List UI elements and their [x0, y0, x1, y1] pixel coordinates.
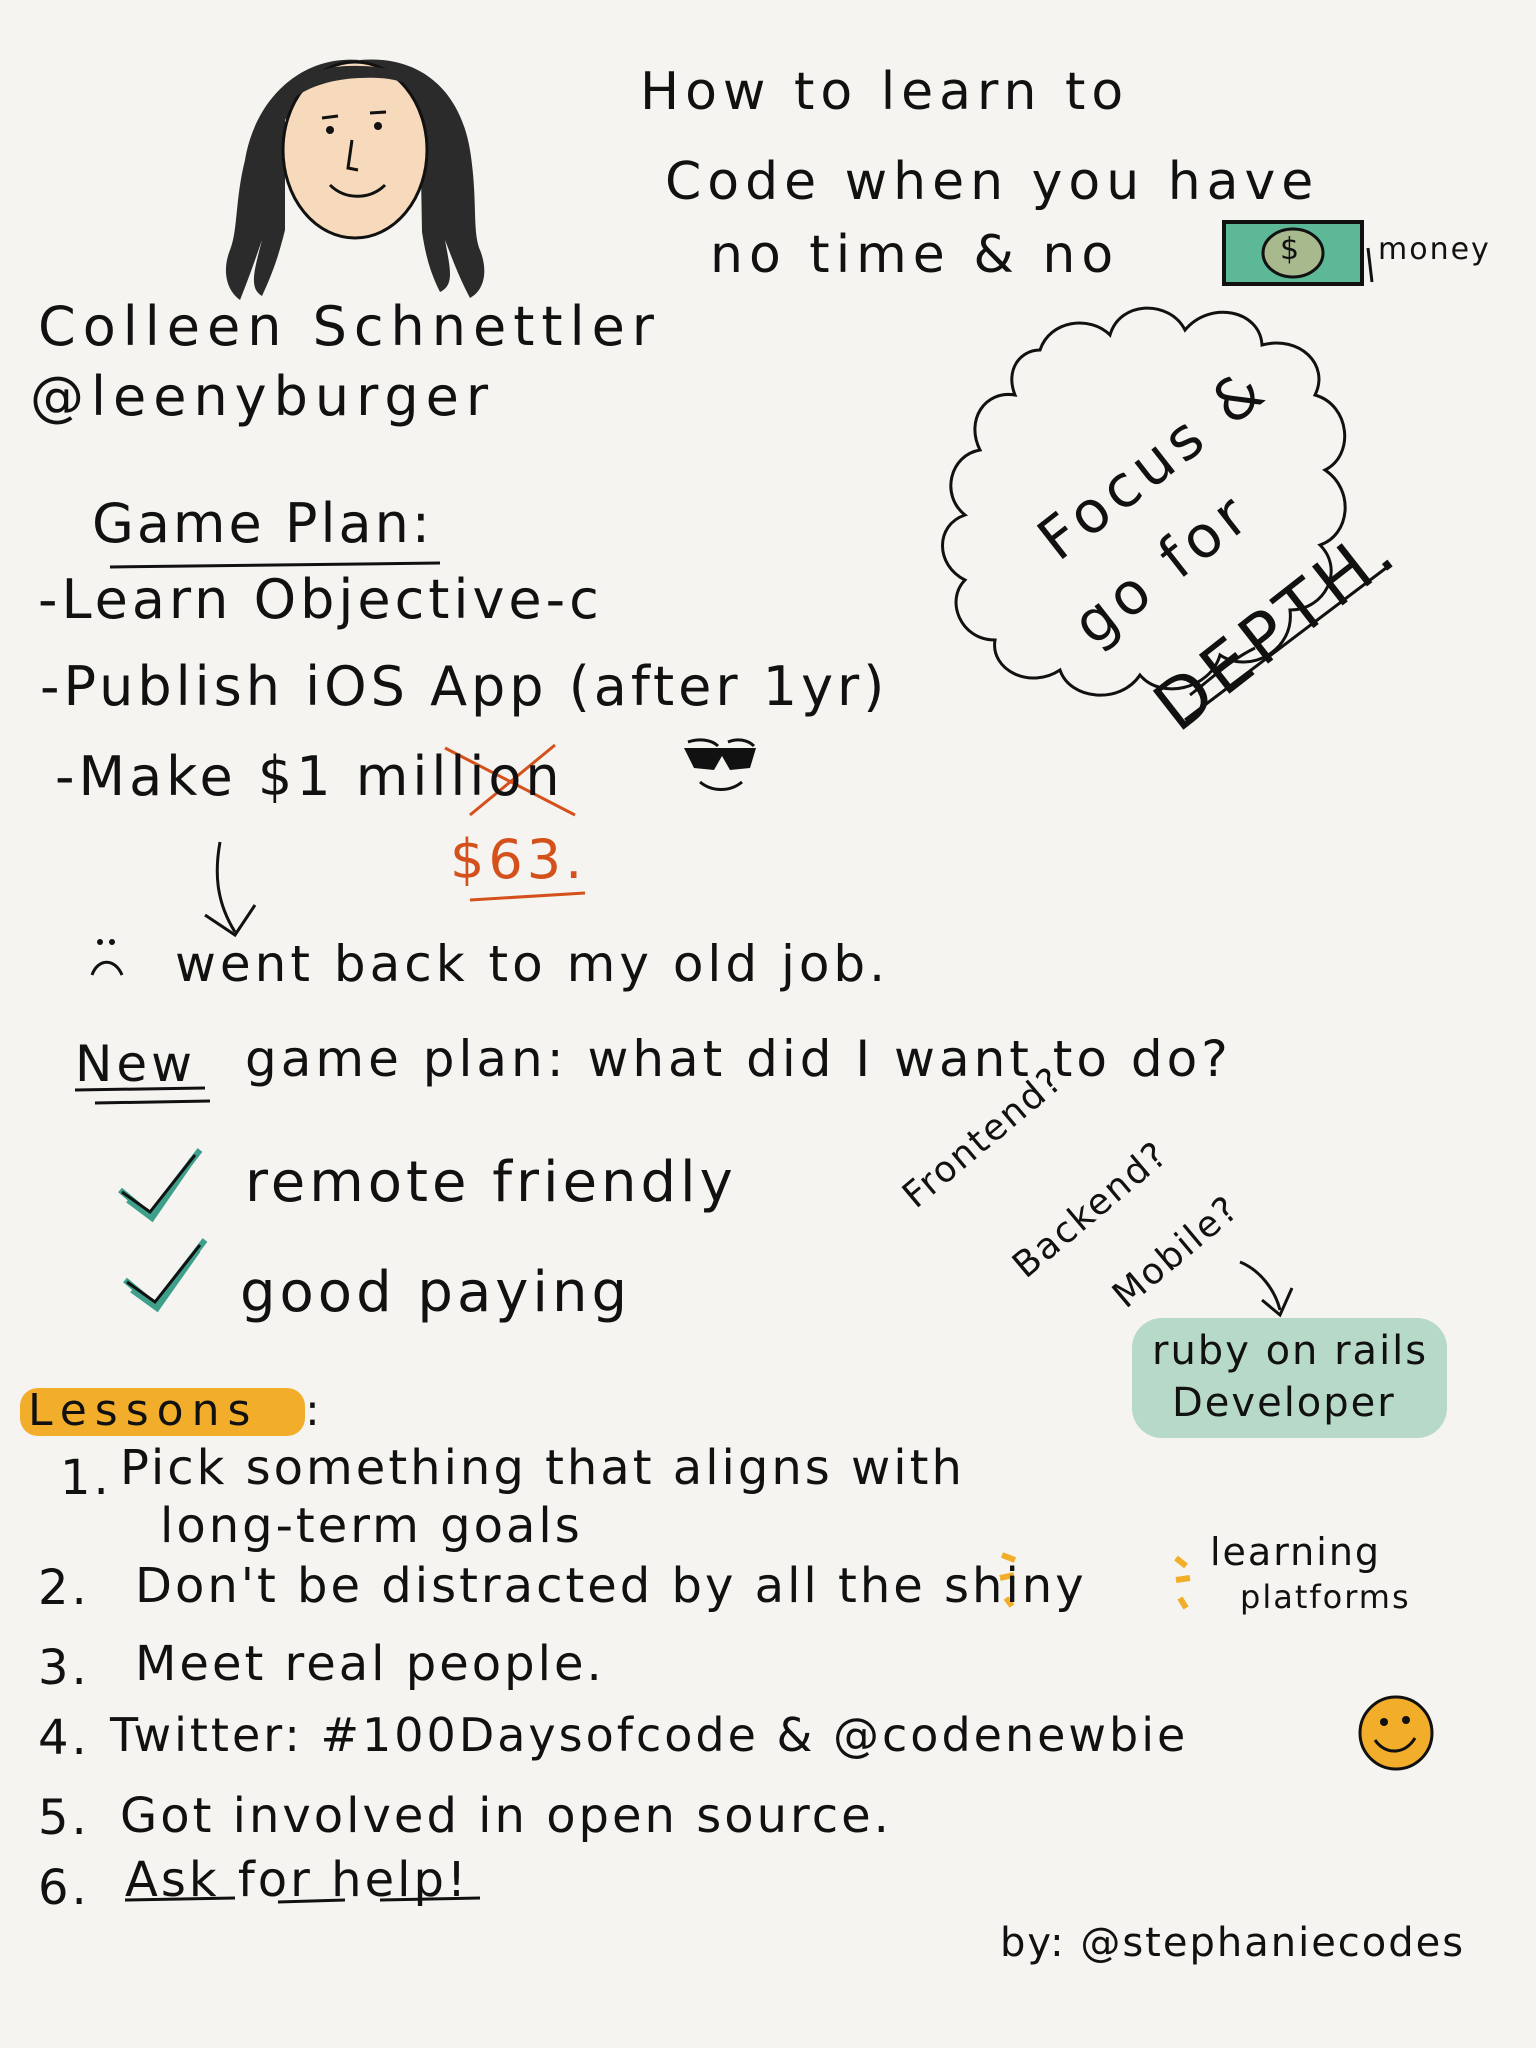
thought-cloud-icon [941, 306, 1347, 697]
sad-face-icon [90, 939, 124, 976]
author-handle: @leenyburger [30, 365, 496, 428]
new-word: New [75, 1035, 197, 1093]
lessons-highlight [20, 1388, 305, 1436]
lesson-text: Ask for help! [125, 1852, 470, 1908]
lesson-number: 2. [38, 1560, 90, 1616]
sparkle-icon [999, 1552, 1191, 1610]
badge-line-2: Developer [1172, 1380, 1396, 1426]
game-plan-item: -Learn Objective-c [38, 568, 603, 631]
new-plan-text: game plan: what did I want to do? [245, 1030, 1232, 1088]
credit-text: by: @stephaniecodes [1000, 1920, 1466, 1966]
author-name: Colleen Schnettler [38, 295, 661, 358]
sunglasses-face-icon [684, 738, 756, 791]
lesson-text: Pick something that aligns with [120, 1440, 965, 1496]
lesson-number: 6. [38, 1860, 90, 1916]
portrait-face-icon [281, 60, 429, 240]
game-plan-item: -Publish iOS App (after 1yr) [40, 655, 889, 718]
badge-line-1: ruby on rails [1152, 1328, 1429, 1374]
title-line-3: no time & no [710, 225, 1120, 285]
platforms-label: platforms [1240, 1578, 1411, 1616]
lesson-text: Got involved in open source. [120, 1788, 892, 1844]
lesson-number: 5. [38, 1790, 90, 1846]
smiley-face-icon [1358, 1695, 1434, 1771]
check-item: good paying [240, 1260, 632, 1325]
title-line-2: Code when you have [665, 152, 1320, 212]
ruby-on-rails-badge: ruby on rails Developer [1132, 1318, 1447, 1438]
money-label: money [1378, 232, 1491, 267]
down-arrow-icon [204, 841, 257, 938]
game-plan-correction: $63. [450, 828, 587, 891]
portrait-hair-icon [225, 59, 485, 300]
lesson-number: 4. [38, 1710, 90, 1766]
went-back-text: went back to my old job. [175, 935, 890, 993]
game-plan-heading: Game Plan: [92, 492, 434, 555]
lesson-text: Meet real people. [135, 1636, 605, 1692]
learning-label: learning [1210, 1530, 1382, 1574]
down-arrow-icon [1239, 1260, 1294, 1318]
lesson-text: Don't be distracted by all the shiny [135, 1558, 1087, 1614]
title-line-1: How to learn to [640, 62, 1130, 122]
lessons-heading: Lessons [28, 1385, 259, 1436]
lesson-number: 3. [38, 1640, 90, 1696]
lesson-text: Twitter: #100Daysofcode & @codenewbie [110, 1708, 1189, 1762]
check-icon [123, 1238, 208, 1313]
bill-symbol: $ [1280, 232, 1302, 267]
lesson-number: 1. [60, 1450, 112, 1506]
game-plan-item: -Make $1 million [55, 745, 564, 808]
lesson-text: long-term goals [160, 1498, 583, 1554]
check-item: remote friendly [245, 1150, 737, 1215]
lessons-colon: : [305, 1385, 322, 1436]
check-icon [118, 1148, 203, 1223]
